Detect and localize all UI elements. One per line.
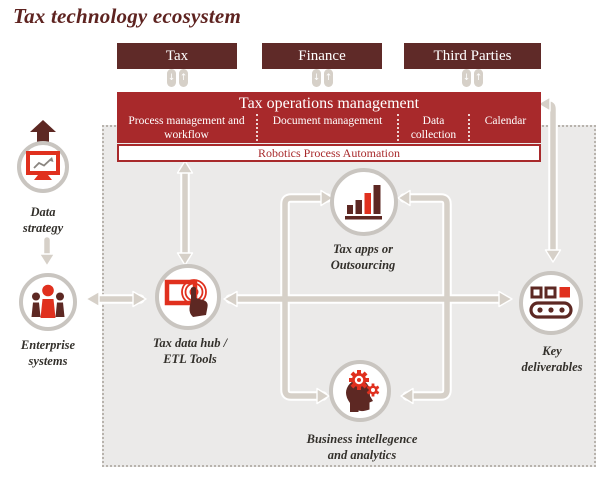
label-key-deliverables: Key deliverables [521,344,583,374]
label-data-strategy: Data strategy [22,205,64,235]
tax-exchange-arrows: ↓ ↑ [167,69,188,87]
third-parties-exchange-arrows: ↓ ↑ [462,69,483,87]
finance-exchange-arrows: ↓ ↑ [312,69,333,87]
touch-screen-icon [164,279,208,317]
label-tax-apps: Tax apps or Outsourcing [330,242,396,272]
arrow-up-icon: ↑ [474,69,483,87]
arrow-up-icon: ↑ [179,69,188,87]
rpa-bar: Robotics Process Automation [117,144,541,162]
ops-bar-items: Process management and workflow Document… [117,114,541,141]
box-finance: Finance [262,43,382,69]
label-tax-data-hub: Tax data hub / ETL Tools [152,336,228,366]
label-enterprise-systems: Enterprise systems [20,338,76,368]
arrow-down-icon: ↓ [167,69,176,87]
arrow-down-icon: ↓ [312,69,321,87]
page-title: Tax technology ecosystem [13,4,241,28]
ops-item-calendar: Calendar [468,114,541,141]
ops-item-document-management: Document management [256,114,397,141]
up-arrow-icon [30,120,56,150]
node-tax-apps [330,168,398,236]
node-tax-data-hub [155,264,221,330]
ops-item-process-management: Process management and workflow [128,115,245,141]
box-tax: Tax [117,43,237,69]
rpa-bar-label: Robotics Process Automation [258,145,400,160]
node-business-intelligence [329,360,391,422]
ops-item-data-collection: Data collection [397,114,468,141]
tax-operations-management-bar: Tax operations management Process manage… [117,92,541,143]
monitor-chart-icon [26,151,60,180]
node-key-deliverables [519,271,583,335]
arrow-up-icon: ↑ [324,69,333,87]
node-enterprise-systems [19,273,77,331]
label-business-intelligence: Business intellegence and analytics [306,432,418,462]
arrow-down-icon: ↓ [462,69,471,87]
people-icon [31,284,65,318]
node-data-strategy [17,141,69,193]
head-gears-icon [346,370,380,412]
bar-chart-icon [345,185,382,220]
conveyor-belt-icon [529,286,573,319]
box-third-parties: Third Parties [404,43,541,69]
ops-bar-title: Tax operations management [238,95,420,112]
